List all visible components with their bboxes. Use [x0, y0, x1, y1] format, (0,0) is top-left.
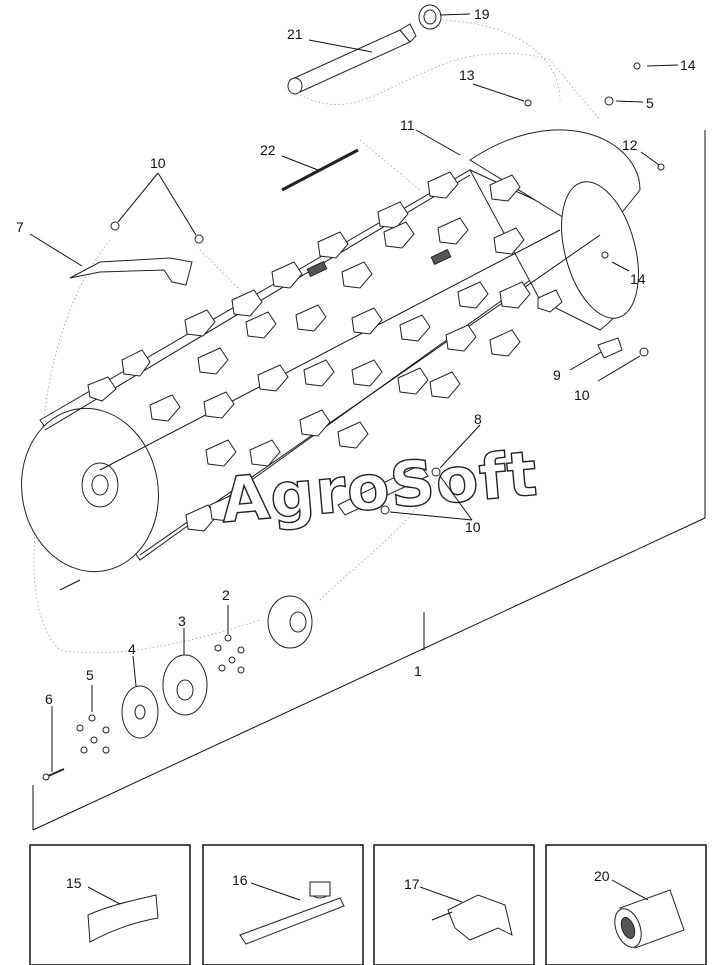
callout-17: 17	[404, 876, 420, 892]
inset-part-20: 20	[545, 844, 707, 965]
callout-16: 16	[232, 872, 248, 888]
callout-9: 9	[553, 367, 561, 383]
callout-5-top: 5	[646, 95, 654, 111]
inset-part-17: 17	[373, 844, 535, 965]
washers-part-5	[76, 714, 110, 754]
washers-part-2	[214, 634, 245, 674]
callout-12: 12	[622, 137, 638, 153]
bolts	[110, 62, 665, 515]
callout-4: 4	[128, 641, 136, 657]
callout-leaders	[29, 13, 679, 772]
callout-7: 7	[16, 219, 24, 235]
callout-10-top: 10	[150, 155, 166, 171]
inset-part-15: 15	[29, 844, 191, 965]
callout-5-bottom: 5	[86, 667, 94, 683]
rod-part-22	[281, 148, 359, 192]
flail-knives	[87, 171, 563, 532]
plate-part-8	[337, 464, 429, 516]
assembly-frame	[32, 130, 706, 831]
callout-1: 1	[414, 663, 422, 679]
shaft-part-21	[287, 23, 417, 95]
callout-19: 19	[474, 6, 490, 22]
callout-22: 22	[260, 142, 276, 158]
callout-labels: 1 2 3 4 5 5 6 7 8 9 10 10 10 11 12 13 14…	[16, 6, 696, 707]
callout-13: 13	[459, 67, 475, 83]
hub-assembly	[42, 595, 313, 781]
seal-ring-part-19	[418, 4, 442, 30]
inset-part-16: 16	[202, 844, 364, 965]
callout-6: 6	[45, 691, 53, 707]
callout-11: 11	[400, 117, 415, 133]
bolt-part-6	[42, 768, 65, 781]
callout-10-right: 10	[574, 387, 590, 403]
callout-14-right: 14	[630, 271, 646, 287]
callout-20: 20	[594, 868, 610, 884]
callout-15: 15	[66, 875, 82, 891]
clip-part-9	[597, 337, 623, 359]
bracket-part-7	[69, 257, 193, 286]
callout-3: 3	[178, 613, 186, 629]
callout-14-top: 14	[680, 57, 696, 73]
callout-21: 21	[287, 26, 303, 42]
callout-2: 2	[222, 587, 230, 603]
callout-10-lower: 10	[465, 519, 481, 535]
callout-8: 8	[474, 411, 482, 427]
